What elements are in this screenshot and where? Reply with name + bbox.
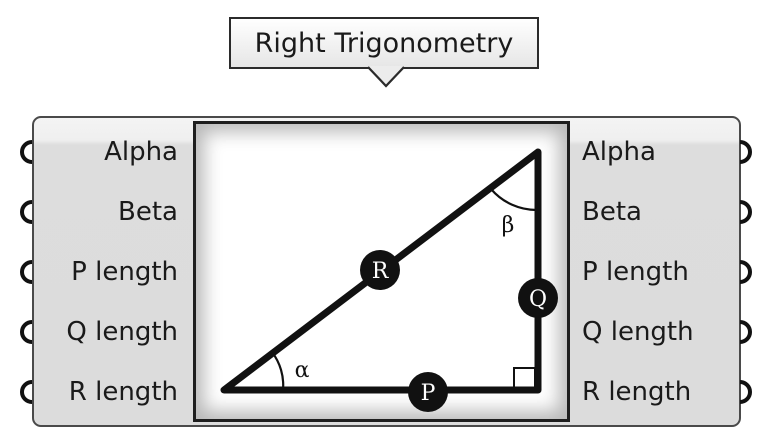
output-label-p-length: P length <box>582 257 689 287</box>
input-label-r-length: R length <box>68 377 178 407</box>
input-grip-r-length[interactable] <box>18 380 32 404</box>
component-title: Right Trigonometry <box>254 27 514 59</box>
input-grip-beta[interactable] <box>18 200 32 224</box>
beta-symbol: β <box>502 213 515 238</box>
side-r-badge: R <box>360 250 400 290</box>
output-grip-p-length[interactable] <box>740 260 754 284</box>
output-grip-alpha[interactable] <box>740 140 754 164</box>
bubble-pointer-icon <box>368 66 404 88</box>
output-label-q-length: Q length <box>582 317 694 347</box>
output-grip-q-length[interactable] <box>740 320 754 344</box>
input-label-beta: Beta <box>118 197 178 227</box>
output-label-alpha: Alpha <box>582 137 656 167</box>
svg-text:Q: Q <box>529 287 547 312</box>
output-grip-beta[interactable] <box>740 200 754 224</box>
alpha-symbol: α <box>295 358 310 383</box>
component-name-bubble: Right Trigonometry <box>229 17 539 69</box>
alpha-arc <box>271 351 285 391</box>
input-label-alpha: Alpha <box>104 137 178 167</box>
input-grip-alpha[interactable] <box>18 140 32 164</box>
side-p-badge: P <box>408 372 448 412</box>
input-grip-q-length[interactable] <box>18 320 32 344</box>
input-label-q-length: Q length <box>66 317 178 347</box>
svg-text:P: P <box>421 381 436 406</box>
output-grip-r-length[interactable] <box>740 380 754 404</box>
side-q-badge: Q <box>518 278 558 318</box>
input-grip-p-length[interactable] <box>18 260 32 284</box>
svg-text:R: R <box>372 259 390 284</box>
output-label-beta: Beta <box>582 197 642 227</box>
beta-arc <box>490 188 539 212</box>
input-label-p-length: P length <box>71 257 178 287</box>
output-label-r-length: R length <box>582 377 692 407</box>
